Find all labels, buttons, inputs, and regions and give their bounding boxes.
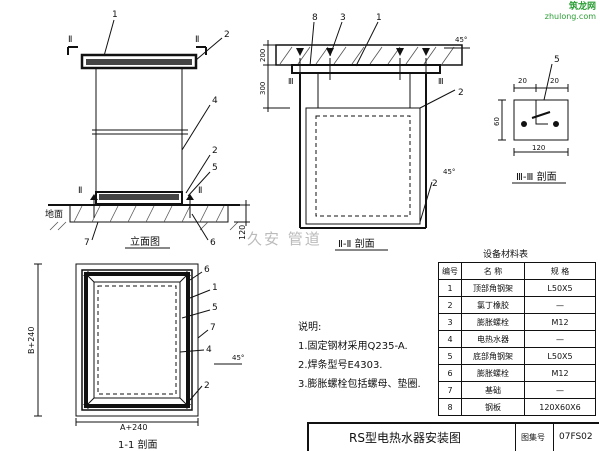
section-mark-left: Ⅱ	[68, 35, 72, 45]
header-name: 名 称	[461, 262, 525, 280]
drawing-title: RS型电热水器安装图	[349, 431, 461, 445]
callout-4b: 4	[206, 345, 212, 355]
title-block: RS型电热水器安装图 图集号 07FS02	[307, 422, 599, 451]
callout-6b: 6	[204, 265, 210, 275]
dim-b240: B+240	[27, 327, 36, 354]
callout-2c: 2	[458, 88, 464, 98]
row-cell: 氯丁橡胶	[461, 296, 525, 314]
callout-3: 3	[340, 13, 346, 23]
section-11: A+240 B+240 6 1 5 7 4 45° 2 1-1 剖面	[27, 263, 244, 450]
watermark: 久安 管道	[247, 230, 322, 248]
row-cell: 钢板	[461, 398, 525, 416]
note-2: 2.焊条型号E4303.	[298, 360, 383, 371]
row-cell: M12	[524, 364, 596, 382]
dim-20-right: 20	[550, 77, 559, 85]
table-header-row: 编号 名 称 规 格	[438, 262, 596, 280]
dim-a240: A+240	[120, 423, 147, 432]
row-cell: 4	[438, 330, 462, 348]
row-cell: 底部角钢架	[461, 347, 525, 365]
callout-2b: 2	[212, 146, 218, 156]
mark-3-left: Ⅲ	[288, 77, 294, 86]
dim-300: 300	[259, 82, 267, 95]
callout-2e: 2	[204, 381, 210, 391]
logo-line1: 筑龙网	[568, 2, 596, 12]
section-11-title: 1-1 剖面	[118, 438, 158, 450]
row-cell: 电热水器	[461, 330, 525, 348]
callout-4: 4	[212, 96, 218, 106]
row-cell: —	[524, 330, 596, 348]
callout-7: 7	[84, 238, 90, 248]
section-mark-bl: Ⅱ	[78, 186, 82, 196]
header-no: 编号	[438, 262, 462, 280]
callout-5: 5	[212, 163, 218, 173]
row-cell: 8	[438, 398, 462, 416]
row-cell: 6	[438, 364, 462, 382]
angle-45-top: 45°	[455, 36, 467, 44]
callout-6: 6	[210, 238, 216, 248]
callout-2: 2	[224, 30, 230, 40]
angle-45-s1: 45°	[232, 354, 244, 362]
dim-200: 200	[259, 49, 267, 62]
row-cell: 3	[438, 313, 462, 331]
site-logo: 筑龙网 zhulong.com	[544, 2, 596, 22]
section-mark-right: Ⅱ	[195, 35, 199, 45]
callout-8: 8	[312, 13, 318, 23]
dim-60: 60	[493, 117, 501, 126]
row-cell: 顶部角钢架	[461, 279, 525, 297]
dim-20-left: 20	[518, 77, 527, 85]
mark-3-right: Ⅲ	[438, 77, 444, 86]
callout-2d: 2	[432, 179, 438, 189]
callout-1: 1	[112, 10, 118, 20]
row-cell: L50X5	[524, 347, 596, 365]
note-3: 3.膨胀螺栓包括螺母、垫圈.	[298, 379, 421, 390]
row-cell: —	[524, 296, 596, 314]
row-cell: M12	[524, 313, 596, 331]
row-cell: 膨胀螺栓	[461, 364, 525, 382]
callout-1b: 1	[376, 13, 382, 23]
section-33-title: Ⅲ-Ⅲ 剖面	[516, 170, 557, 183]
callout-5b: 5	[554, 55, 560, 65]
row-cell: 基础	[461, 381, 525, 399]
note-1: 1.固定钢材采用Q235-A.	[298, 341, 408, 352]
header-spec: 规 格	[524, 262, 596, 280]
callout-1c: 1	[212, 283, 218, 293]
elevation-title: 立面图	[130, 235, 160, 248]
section-mark-br: Ⅱ	[198, 186, 202, 196]
row-cell: L50X5	[524, 279, 596, 297]
logo-line2: zhulong.com	[544, 12, 596, 21]
dim-120-s3: 120	[532, 144, 545, 152]
row-cell: 120X60X6	[524, 398, 596, 416]
table-title: 设备材料表	[483, 250, 529, 260]
section-33: 20 20 60 120 5 Ⅲ-Ⅲ 剖面	[493, 55, 569, 184]
row-cell: 膨胀螺栓	[461, 313, 525, 331]
elevation-view: Ⅱ Ⅱ 地面 120 立面图 1 2 4 2 5	[45, 10, 250, 249]
row-cell: —	[524, 381, 596, 399]
atlas-label: 图集号	[521, 433, 545, 442]
row-cell: 2	[438, 296, 462, 314]
section-22: 200 300 Ⅲ Ⅲ 8 3 1 45° 2 45° 2 Ⅱ-Ⅱ 剖面	[259, 13, 470, 251]
callout-5c: 5	[212, 303, 218, 313]
row-cell: 1	[438, 279, 462, 297]
notes-block: 说明: 1.固定钢材采用Q235-A. 2.焊条型号E4303. 3.膨胀螺栓包…	[298, 318, 421, 394]
callout-7b: 7	[210, 323, 216, 333]
section-22-title: Ⅱ-Ⅱ 剖面	[338, 237, 375, 250]
row-cell: 5	[438, 347, 462, 365]
atlas-number: 07FS02	[559, 432, 593, 442]
dim-120-elev: 120	[238, 225, 247, 240]
ground-label: 地面	[45, 208, 63, 220]
row-cell: 7	[438, 381, 462, 399]
notes-heading: 说明:	[298, 322, 322, 333]
angle-45-bottom: 45°	[443, 168, 455, 176]
